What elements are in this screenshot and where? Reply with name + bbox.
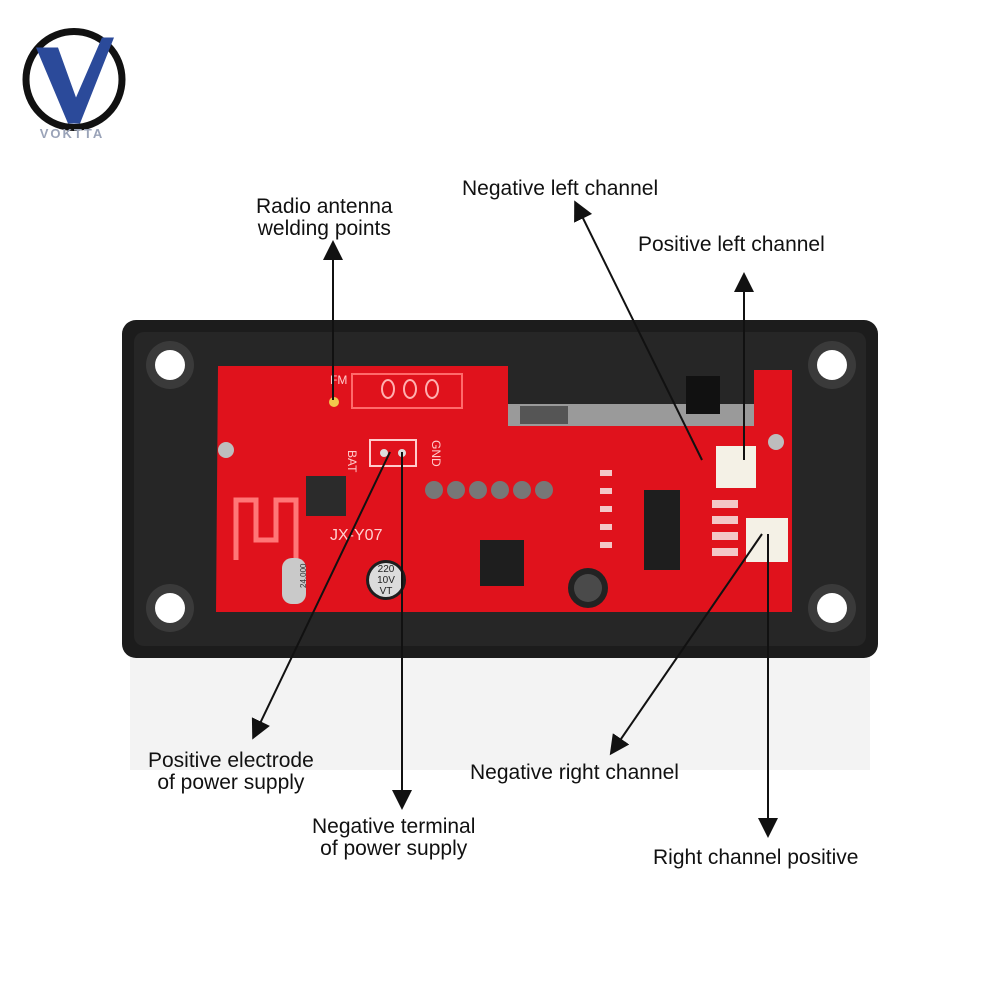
brand-name: VOKTTA	[39, 126, 105, 141]
bat-silkscreen: BAT	[345, 450, 359, 473]
capacitor-2-top	[574, 574, 602, 602]
label-positive-electrode: Positive electrode of power supply	[148, 750, 314, 794]
label-positive-electrode-line1: Positive electrode	[148, 749, 314, 772]
mount-hole-top-left	[146, 341, 194, 389]
label-radio-antenna: Radio antenna welding points	[256, 196, 393, 240]
cap-text-2: 10V	[377, 575, 395, 586]
mount-hole-top-right	[808, 341, 856, 389]
logo-ring	[22, 28, 126, 131]
label-right-positive: Right channel positive	[653, 846, 859, 869]
screw-right	[768, 434, 784, 450]
right-channel-connector	[746, 518, 788, 562]
fm-pads	[381, 379, 439, 399]
left-channel-connector	[716, 446, 756, 488]
bat-pad-2	[398, 449, 406, 457]
label-radio-antenna-line2: welding points	[257, 217, 391, 240]
mount-hole-bottom-left	[146, 584, 194, 632]
logo-v-mark	[36, 37, 114, 124]
fm-outline	[351, 373, 463, 409]
amplifier-ic	[644, 490, 680, 570]
voltage-regulator	[480, 540, 524, 586]
ir-receiver	[686, 376, 720, 414]
voktta-logo	[22, 28, 126, 131]
fm-silkscreen: FM	[330, 373, 347, 387]
label-negative-right: Negative right channel	[470, 761, 679, 784]
bluetooth-chip	[306, 476, 346, 516]
capacitor-220uf: 220 10V VT	[366, 560, 406, 600]
pin-header	[425, 481, 553, 499]
label-negative-terminal-line2: of power supply	[320, 837, 468, 860]
screw-left	[218, 442, 234, 458]
label-positive-left: Positive left channel	[638, 233, 825, 256]
label-negative-left: Negative left channel	[462, 177, 659, 200]
mount-hole-bottom-right	[808, 584, 856, 632]
card-slot-opening	[520, 406, 568, 424]
label-negative-terminal: Negative terminal of power supply	[312, 816, 475, 860]
label-positive-electrode-line2: of power supply	[157, 771, 305, 794]
gnd-silkscreen: GND	[429, 440, 443, 467]
antenna-pad	[329, 397, 339, 407]
model-silkscreen: JX-Y07	[330, 527, 383, 544]
label-negative-terminal-line1: Negative terminal	[312, 815, 476, 838]
cap-text-1: 220	[378, 564, 395, 575]
bat-pad-1	[380, 449, 388, 457]
crystal-text: 24.000	[299, 563, 308, 588]
label-radio-antenna-line1: Radio antenna	[256, 195, 393, 218]
cap-text-3: VT	[380, 586, 393, 597]
